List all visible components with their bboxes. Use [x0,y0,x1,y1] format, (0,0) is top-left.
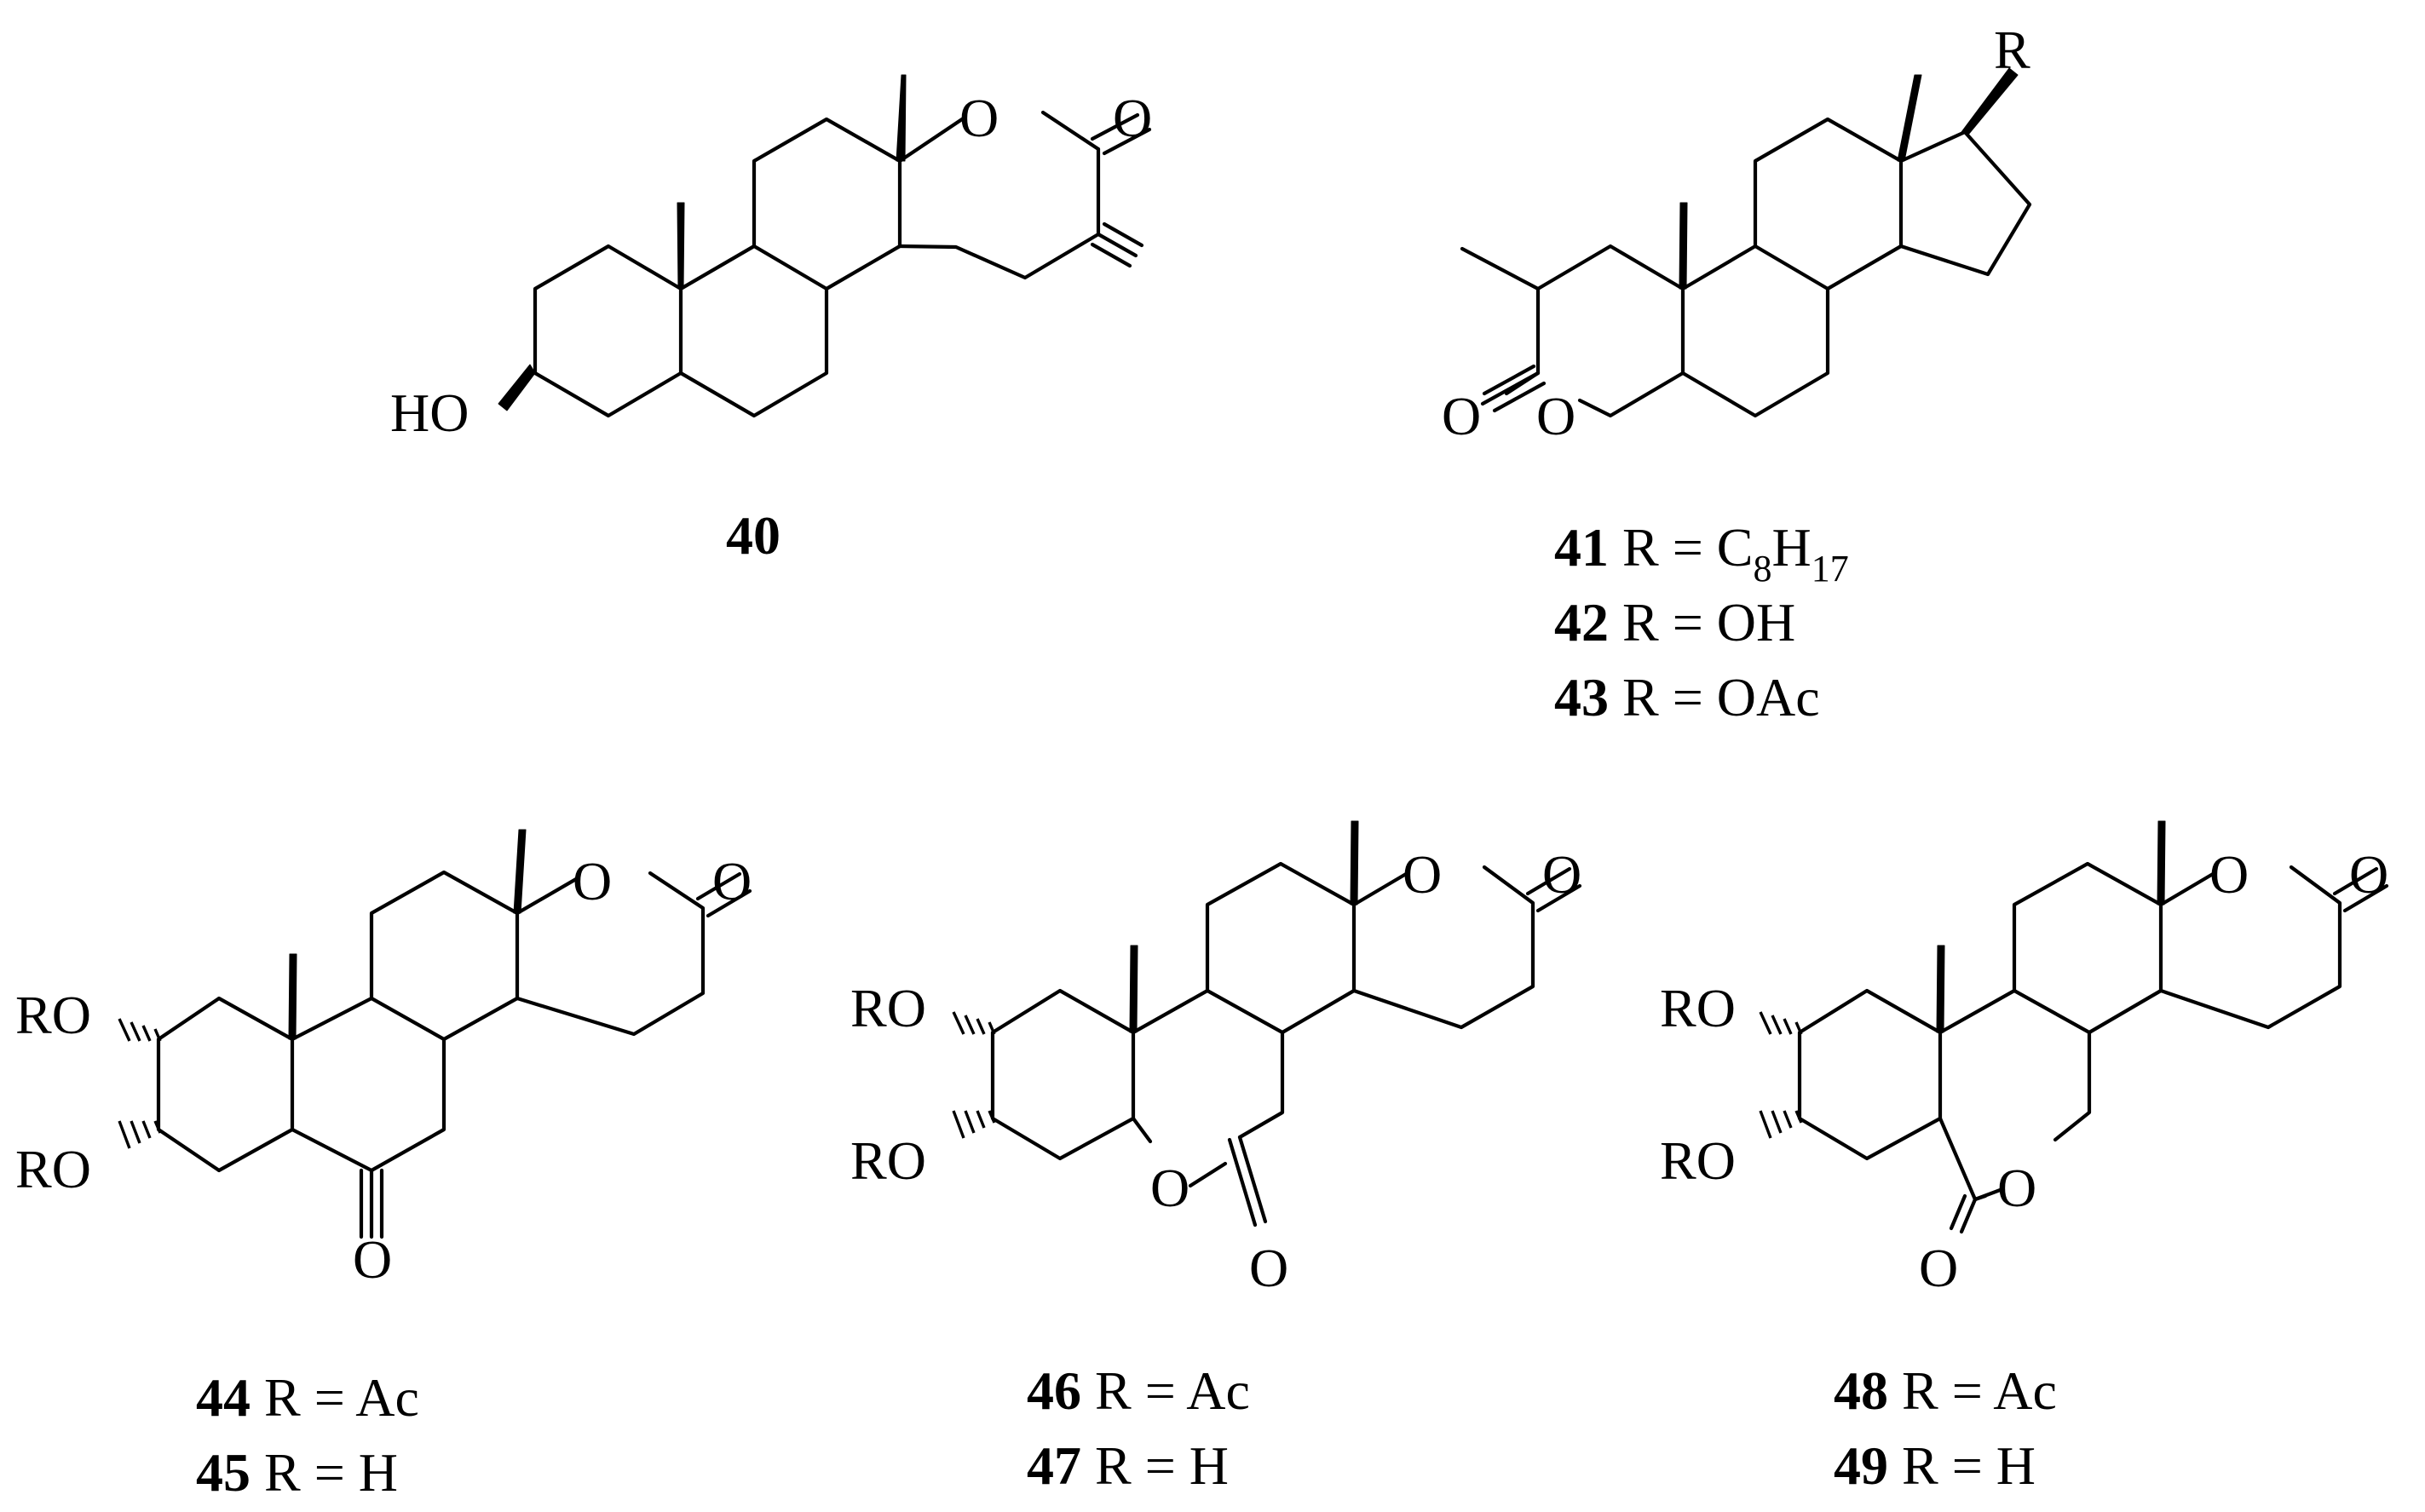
label-44-ketone-o: O [353,1229,392,1290]
label-48-ro-bottom: RO [1660,1130,1736,1191]
structure-40: HO O O 40 [390,74,1152,566]
compound-number-49: 49 [1834,1435,1888,1496]
compound-number-41: 41 [1554,517,1609,578]
stereo-wedge-46-methyl-c10 [1129,945,1138,1033]
compound-number-44: 44 [196,1367,251,1428]
caption-41-c: C [1717,517,1754,578]
label-44-ro-bottom: RO [15,1139,91,1199]
caption-44-text: R = Ac [264,1367,419,1428]
label-40-ring-o: O [959,88,999,148]
stereo-wedge-44-methyl-c10 [288,953,297,1040]
label-44-carbonyl-o: O [712,851,752,911]
stereo-hash-46-top [952,1011,996,1035]
stereo-wedge-40-oh [498,364,536,411]
stereo-wedge-44-methyl-c13 [513,829,527,914]
caption-41-h: H [1771,517,1811,578]
stereo-hash-44-bottom [118,1120,162,1149]
label-48-lactone-carbonyl-o: O [1919,1238,1958,1298]
stereo-hash-44-top [118,1018,162,1042]
compound-number-40: 40 [726,505,780,566]
caption-41-r-eq: R = [1622,517,1717,578]
label-48-carbonyl-o: O [2349,844,2388,905]
caption-46-text: R = Ac [1095,1360,1250,1421]
compound-number-47: 47 [1027,1435,1081,1496]
label-41-ring-o: O [1536,386,1575,446]
bonds-41 [1460,117,2032,418]
stereo-wedge-41-methyl-c13 [1897,74,1922,162]
bonds-48 [1797,861,2389,1234]
stereo-wedge-41-methyl-c10 [1679,202,1688,290]
label-41-carbonyl-o: O [1442,386,1481,446]
label-46-ro-bottom: RO [850,1130,926,1191]
label-41-r: R [1994,20,2030,80]
stereo-wedge-48-methyl-c13 [2157,820,2166,905]
stereo-wedge-40-methyl-c10 [677,202,685,290]
caption-42-text: R = OH [1622,592,1795,653]
stereo-wedge-40-methyl-c13 [896,74,907,162]
label-44-ro-top: RO [15,985,91,1045]
caption-41-sub-8: 8 [1753,548,1771,589]
caption-48-text: R = Ac [1902,1360,2057,1421]
compound-number-42: 42 [1554,592,1609,653]
stereo-wedge-46-methyl-c13 [1350,820,1359,905]
compound-number-46: 46 [1027,1360,1081,1421]
label-48-ring-o: O [2209,844,2249,905]
label-46-lactone-carbonyl-o: O [1249,1238,1288,1298]
bonds-46 [990,861,1582,1227]
label-46-ring-o: O [1403,844,1442,905]
label-46-ro-top: RO [850,978,926,1038]
label-40-carbonyl-o: O [1113,88,1152,148]
bonds-44 [156,870,752,1239]
label-40-ho: HO [390,382,469,443]
stereo-hash-46-bottom [952,1110,996,1139]
compound-number-43: 43 [1554,667,1609,727]
label-48-ro-top: RO [1660,978,1736,1038]
stereo-hash-48-top [1759,1011,1803,1035]
stereo-wedge-48-methyl-c10 [1936,945,1945,1033]
compound-number-45: 45 [196,1442,251,1503]
caption-49-text: R = H [1902,1435,2036,1496]
bonds-40 [533,110,1152,418]
caption-45-text: R = H [264,1442,398,1503]
label-48-lactone-o: O [1997,1158,2036,1218]
stereo-hash-48-bottom [1759,1110,1803,1139]
caption-41-sub-17: 17 [1812,548,1849,589]
label-46-lactone-o: O [1150,1158,1189,1218]
label-44-ring-o: O [573,851,612,911]
caption-47-text: R = H [1095,1435,1229,1496]
caption-43-text: R = OAc [1622,667,1820,727]
stereo-wedge-41-r [1961,67,2019,135]
compound-number-48: 48 [1834,1360,1888,1421]
label-46-carbonyl-o: O [1542,844,1581,905]
